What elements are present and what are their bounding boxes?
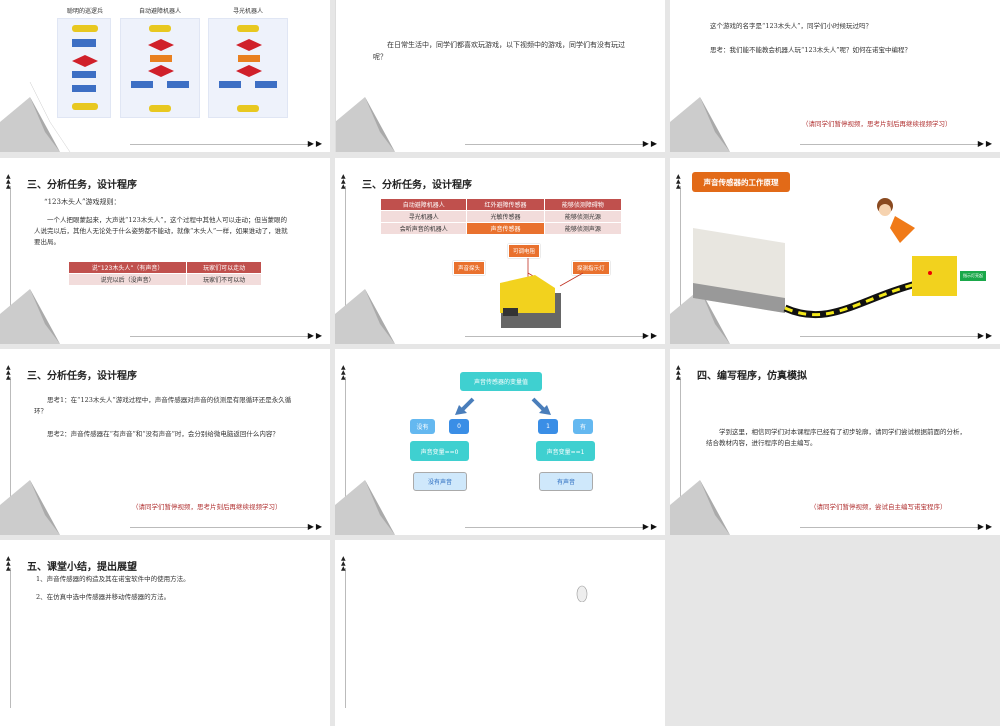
divider	[10, 568, 11, 708]
divider	[680, 377, 681, 517]
decor-polygon	[0, 480, 60, 535]
divider	[345, 377, 346, 517]
slide-title: 三、分析任务，设计程序	[27, 371, 137, 382]
condition-one: 声音变量==1	[536, 441, 595, 461]
indicator-lit-label: 指示灯亮起	[960, 271, 986, 281]
next-arrows-icon: ▶▶	[977, 139, 994, 148]
up-arrows-icon: ▲▲▲	[341, 173, 346, 190]
slide-body: 学到这里，相信同学们对本课程序已经有了初步轮廓，请同学们尝试根据前面的分析，结合…	[706, 428, 966, 447]
sound-sensor-image	[500, 258, 584, 328]
divider	[130, 144, 308, 145]
up-arrows-icon: ▲▲▲	[6, 364, 11, 381]
divider	[800, 144, 978, 145]
slide-thumbnail-4[interactable]: ▲▲▲ 三、分析任务，设计程序 “123木头人”游戏规则： 一个人把眼蒙起来，大…	[0, 158, 330, 344]
slide-thumbnail-6[interactable]: ▲▲▲ 声音传感器的工作原理 指示灯亮起 ▶▶	[670, 158, 1000, 344]
result-sound: 有声音	[539, 472, 593, 491]
flowchart-label: 寻光机器人	[232, 8, 263, 15]
divider	[800, 527, 978, 528]
next-arrows-icon: ▶▶	[307, 139, 324, 148]
question-2: 思考2：声音传感器在“有声音”和“没有声音”时，会分别给微电脑返回什么内容？	[47, 430, 279, 438]
divider	[465, 144, 643, 145]
up-arrows-icon: ▲▲▲	[6, 555, 11, 572]
slide-title: 三、分析任务，设计程序	[362, 180, 472, 191]
next-arrows-icon: ▶▶	[642, 331, 659, 340]
slide-title: 四、编写程序，仿真模拟	[697, 371, 807, 382]
label-potentiometer: 可调电阻	[508, 244, 541, 258]
divider	[680, 186, 681, 326]
value-one: 1	[538, 419, 558, 434]
variable-root-box: 声音传感器的变量值	[460, 372, 542, 391]
next-arrows-icon: ▶▶	[642, 139, 659, 148]
divider	[465, 336, 643, 337]
decor-polygon	[335, 289, 395, 344]
next-arrows-icon: ▶▶	[977, 331, 994, 340]
divider	[800, 336, 978, 337]
up-arrows-icon: ▲▲▲	[6, 173, 11, 190]
up-arrows-icon: ▲▲▲	[676, 173, 681, 190]
rule-table: 说“123木头人”（有声音）玩家们可以走动 说完以后（没声音）玩家们不可以动	[67, 261, 262, 286]
slide-title: 五、课堂小结，提出展望	[27, 562, 137, 573]
decor-polygon	[0, 289, 60, 344]
slide-line: 这个游戏的名字是“123木头人”，同学们小时候玩过吗？	[710, 22, 873, 30]
slide-body: 在日常生活中，同学们都喜欢玩游戏，以下视频中的游戏，同学们有没有玩过呢？	[373, 41, 625, 61]
slide-thumbnail-5[interactable]: ▲▲▲ 三、分析任务，设计程序 自动避障机器人红外避障传感器能够侦测障碍物 寻光…	[335, 158, 665, 344]
up-arrows-icon: ▲▲▲	[341, 364, 346, 381]
decor-polygon	[335, 97, 395, 152]
decor-polygon	[670, 289, 730, 344]
slide-thumbnail-3[interactable]: 这个游戏的名字是“123木头人”，同学们小时候玩过吗？ 思考：我们能不能教会机器…	[670, 0, 1000, 152]
result-no-sound: 没有声音	[413, 472, 467, 491]
decor-polygon	[670, 480, 730, 535]
pause-note: （请同学们暂停视频，思考片刻后再继续视频学习）	[132, 503, 282, 511]
slide-line: 思考：我们能不能教会机器人玩“123木头人”呢？如何在诺宝中编程？	[710, 46, 912, 54]
slide-thumbnail-9[interactable]: ▲▲▲ 四、编写程序，仿真模拟 学到这里，相信同学们对本课程序已经有了初步轮廓，…	[670, 349, 1000, 535]
divider	[130, 527, 308, 528]
divider	[345, 568, 346, 708]
next-arrows-icon: ▶▶	[307, 522, 324, 531]
decor-polygon	[0, 81, 71, 152]
slide-body: 一个人把眼蒙起来，大声说“123木头人”，这个过程中其他人可以走动；但当蒙眼的人…	[34, 216, 288, 246]
branch-arrows-icon	[455, 397, 551, 415]
flowchart-image	[57, 18, 111, 118]
slide-thumbnail-8[interactable]: ▲▲▲ 声音传感器的变量值 没有 0 1 有 声音变量==0 声音变量==1 没…	[335, 349, 665, 535]
slide-thumbnail-2[interactable]: 在日常生活中，同学们都喜欢玩游戏，以下视频中的游戏，同学们有没有玩过呢？ ▶▶	[335, 0, 665, 152]
sound-principle-illustration	[693, 198, 957, 319]
pause-note: （请同学们暂停视频，尝试自主编写诺宝程序）	[810, 503, 947, 511]
decor-polygon	[670, 97, 730, 152]
next-arrows-icon: ▶▶	[307, 331, 324, 340]
label-sound-probe: 声音探头	[453, 261, 486, 275]
sensor-table: 自动避障机器人红外避障传感器能够侦测障碍物 寻光机器人光敏传感器能够侦测光源 会…	[379, 198, 623, 235]
decor-polygon	[335, 480, 395, 535]
summary-item: 1、声音传感器的构造及其在诺宝软件中的使用方法。	[36, 575, 190, 583]
summary-item: 2、在仿真中选中传感器并移动传感器的方法。	[36, 593, 171, 601]
divider	[10, 377, 11, 517]
pause-note: （请同学们暂停视频，思考片刻后再继续视频学习）	[802, 120, 952, 128]
flowchart-image	[120, 18, 200, 118]
up-arrows-icon: ▲▲▲	[676, 364, 681, 381]
divider	[345, 186, 346, 326]
up-arrows-icon: ▲▲▲	[341, 555, 346, 572]
slide-thumbnail-11[interactable]: ▲▲▲	[335, 540, 665, 726]
flowchart-image	[208, 18, 288, 118]
word-has: 有	[573, 419, 593, 434]
question-1: 思考1：在“123木头人”游戏过程中，声音传感器对声音的侦测是有限循环还是永久循…	[34, 396, 292, 415]
word-none: 没有	[410, 419, 435, 434]
next-arrows-icon: ▶▶	[642, 522, 659, 531]
slide-thumbnail-1[interactable]: 聪明的巡逻兵 自动避障机器人 寻光机器人 ▶▶	[0, 0, 330, 152]
rule-title: “123木头人”游戏规则：	[44, 198, 121, 206]
foot-icon	[576, 585, 588, 602]
slide-thumbnail-10[interactable]: ▲▲▲ 五、课堂小结，提出展望 1、声音传感器的构造及其在诺宝软件中的使用方法。…	[0, 540, 330, 726]
flowchart-label: 聪明的巡逻兵	[66, 8, 103, 15]
next-arrows-icon: ▶▶	[977, 522, 994, 531]
divider	[465, 527, 643, 528]
section-title-badge: 声音传感器的工作原理	[692, 172, 790, 192]
condition-zero: 声音变量==0	[410, 441, 469, 461]
slide-title: 三、分析任务，设计程序	[27, 180, 137, 191]
flowchart-label: 自动避障机器人	[138, 8, 181, 15]
divider	[335, 0, 336, 152]
label-indicator: 探测指示灯	[572, 261, 610, 275]
value-zero: 0	[449, 419, 469, 434]
divider	[10, 186, 11, 326]
slide-thumbnail-7[interactable]: ▲▲▲ 三、分析任务，设计程序 思考1：在“123木头人”游戏过程中，声音传感器…	[0, 349, 330, 535]
divider	[130, 336, 308, 337]
